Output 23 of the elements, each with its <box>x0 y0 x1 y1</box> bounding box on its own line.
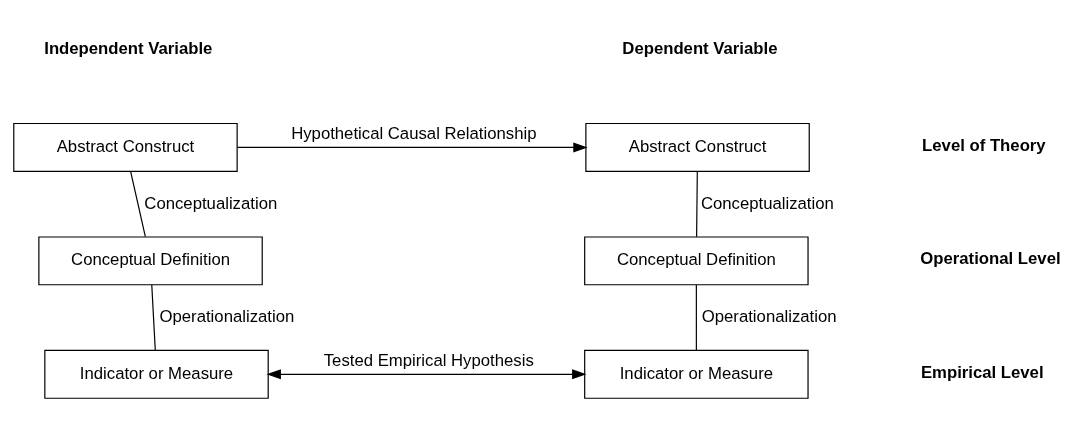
node-box: Conceptual Definition <box>38 235 263 285</box>
node-box: Indicator or Measure <box>44 349 269 399</box>
connector <box>151 284 156 351</box>
arrow <box>236 141 588 152</box>
edge-label: Conceptualization <box>700 193 834 213</box>
node-box: Conceptual Definition <box>584 235 809 285</box>
node-box: Indicator or Measure <box>584 349 809 399</box>
connector <box>696 170 698 237</box>
label: Operational Level <box>920 248 1061 268</box>
label: Empirical Level <box>920 362 1044 382</box>
edge-label: Hypothetical Causal Relationship <box>291 123 537 143</box>
connector <box>695 284 697 351</box>
edge-label: Operationalization <box>701 306 837 326</box>
label: Dependent Variable <box>622 38 778 58</box>
edge-label: Tested Empirical Hypothesis <box>323 350 534 370</box>
node-box: Abstract Construct <box>13 122 238 172</box>
arrow <box>266 368 587 379</box>
node-box: Abstract Construct <box>585 122 810 172</box>
connector <box>130 170 146 237</box>
label: Independent Variable <box>44 38 213 58</box>
edge-label: Conceptualization <box>144 193 278 213</box>
label: Level of Theory <box>922 135 1046 155</box>
edge-label: Operationalization <box>159 306 295 326</box>
